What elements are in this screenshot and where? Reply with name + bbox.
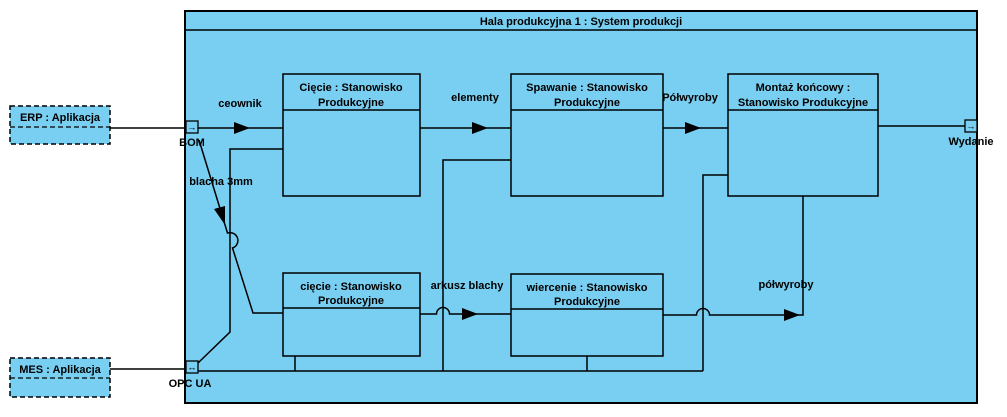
block-montaz-body[interactable]	[727, 73, 879, 197]
block-ciecie-top[interactable]: Cięcie : Stanowisko Produkcyjne	[282, 73, 421, 197]
block-wiercenie-title-line2: Produkcyjne	[554, 296, 620, 308]
arrowhead-blacha	[214, 206, 225, 225]
connector-opcua-montaz[interactable]	[702, 174, 728, 371]
connector-opcua-ciecie-top[interactable]	[197, 148, 283, 364]
block-ciecie-top-title-line2: Produkcyjne	[318, 97, 384, 109]
block-wiercenie[interactable]: wiercenie : Stanowisko Produkcyjne	[510, 273, 664, 357]
block-montaz-title-line2: Stanowisko Produkcyjne	[738, 97, 868, 109]
block-ciecie-top-title-line1: Cięcie : Stanowisko	[299, 82, 403, 94]
block-montaz[interactable]: Montaż końcowy : Stanowisko Produkcyjne	[727, 73, 879, 197]
block-spawanie[interactable]: Spawanie : Stanowisko Produkcyjne	[510, 73, 664, 197]
block-ciecie-bottom-body[interactable]	[282, 272, 421, 357]
connector-bom-ciecie-top[interactable]	[198, 122, 283, 134]
connector-wiercenie-montaz[interactable]	[663, 196, 804, 321]
block-spawanie-title-line1: Spawanie : Stanowisko	[526, 82, 648, 94]
arrowhead-polwyroby-top	[685, 122, 701, 134]
block-ciecie-bottom-title-line2: Produkcyjne	[318, 295, 384, 307]
flow-label-polwyroby-top: Półwyroby	[662, 92, 719, 104]
flow-label-arkusz-blachy: arkusz blachy	[431, 280, 505, 292]
connector-bom-ciecie-bottom[interactable]	[198, 139, 283, 314]
port-bom[interactable]: → BOM	[179, 120, 205, 149]
connector-opcua-spawanie[interactable]	[442, 159, 511, 371]
port-opcua[interactable]: ↔ OPC UA	[169, 360, 212, 390]
connector-spawanie-montaz[interactable]	[663, 122, 728, 134]
arrowhead-elementy	[472, 122, 488, 134]
port-bom-arrow-icon: →	[187, 123, 197, 134]
port-wydanie[interactable]: → Wydanie	[948, 119, 994, 148]
port-opcua-arrows-icon: ↔	[187, 363, 197, 374]
flow-label-elementy: elementy	[451, 92, 500, 104]
app-mes-label: MES : Aplikacja	[19, 364, 101, 376]
port-opcua-label: OPC UA	[169, 378, 212, 390]
app-erp-body[interactable]	[9, 105, 111, 145]
block-wiercenie-body[interactable]	[510, 273, 664, 357]
block-ciecie-top-body[interactable]	[282, 73, 421, 197]
container-title: Hala produkcyjna 1 : System produkcji	[480, 16, 682, 28]
app-erp-label: ERP : Aplikacja	[20, 112, 101, 124]
flow-label-ceownik: ceownik	[218, 98, 262, 110]
block-spawanie-body[interactable]	[510, 73, 664, 197]
block-ciecie-bottom-title-line1: cięcie : Stanowisko	[300, 281, 402, 293]
arrowhead-polwyroby-bottom	[784, 309, 800, 321]
port-wydanie-arrow-icon: →	[966, 122, 976, 133]
arrowhead-ceownik	[234, 122, 250, 134]
block-ciecie-bottom[interactable]: cięcie : Stanowisko Produkcyjne	[282, 272, 421, 357]
connector-ciecie-spawanie[interactable]	[420, 122, 511, 134]
block-spawanie-title-line2: Produkcyjne	[554, 97, 620, 109]
app-erp[interactable]: ERP : Aplikacja	[9, 105, 111, 145]
port-wydanie-label: Wydanie	[948, 136, 993, 148]
flow-label-blacha-3mm: blacha 3mm	[189, 176, 253, 188]
app-mes[interactable]: MES : Aplikacja	[9, 357, 111, 398]
block-wiercenie-title-line1: wiercenie : Stanowisko	[525, 282, 647, 294]
arrowhead-arkusz	[462, 308, 478, 320]
flow-label-polwyroby-bottom: półwyroby	[758, 279, 814, 291]
port-bom-label: BOM	[179, 137, 205, 149]
block-montaz-title-line1: Montaż końcowy :	[756, 82, 851, 94]
